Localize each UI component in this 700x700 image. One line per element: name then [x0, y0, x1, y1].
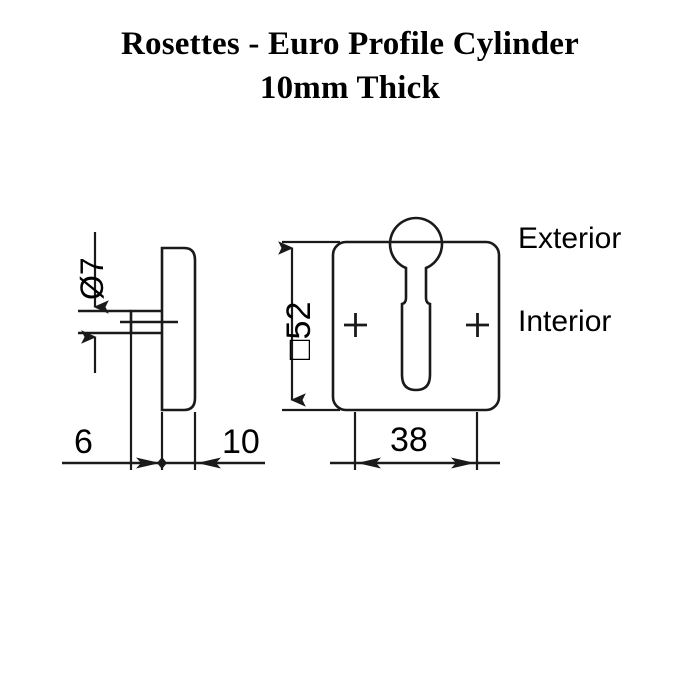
euro-profile-keyhole — [388, 216, 444, 392]
fixing-mark-right — [466, 313, 489, 337]
width-38-label: 38 — [390, 421, 428, 459]
offset-6-label: 6 — [74, 423, 93, 461]
dim38-arrow-left — [357, 457, 381, 469]
title-line-2: 10mm Thick — [259, 70, 441, 106]
dimension-junction-dot — [157, 457, 167, 469]
title-line-1: Rosettes - Euro Profile Cylinder — [121, 26, 579, 62]
dim38-arrow-right — [451, 457, 475, 469]
exterior-label: Exterior — [518, 222, 622, 255]
side-profile-plate — [160, 246, 197, 412]
thickness-10-label: 10 — [222, 423, 260, 461]
height-52-label: □52 — [280, 301, 318, 360]
interior-label: Interior — [518, 305, 612, 338]
drawing-title-block: Rosettes - Euro Profile Cylinder 10mm Th… — [0, 22, 700, 110]
diameter-7-label: Ø7 — [74, 257, 110, 300]
dim10-arrow-left — [197, 457, 221, 469]
dim6-arrow-right — [136, 457, 160, 469]
rosette-square-plate — [331, 240, 501, 412]
fixing-mark-left — [344, 313, 367, 337]
